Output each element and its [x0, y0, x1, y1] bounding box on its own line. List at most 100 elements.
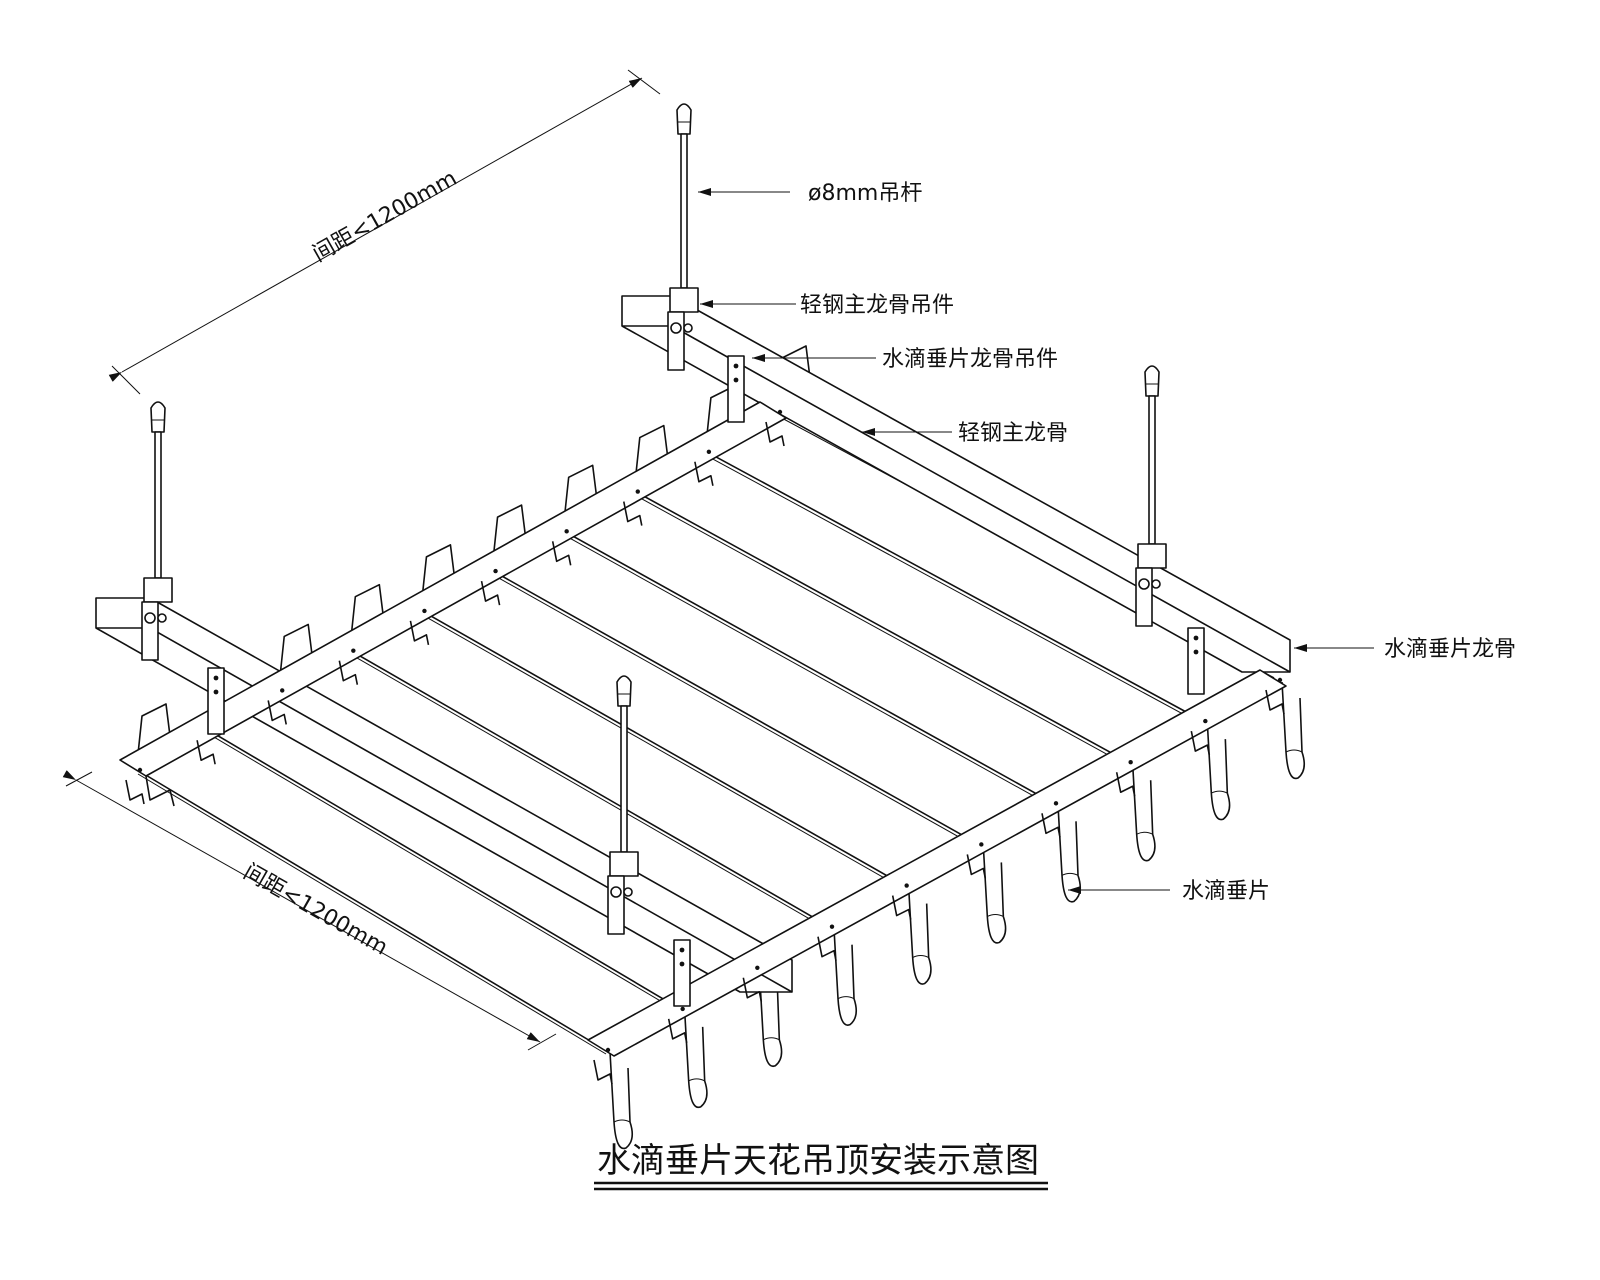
rod-hanger-nut: [623, 887, 633, 897]
baffle-hanger-hole: [1193, 649, 1199, 655]
dimension-bottom-label: 间距<1200mm: [239, 859, 392, 960]
runner-notch: [196, 740, 216, 765]
callout-rod-label: ø8mm吊杆: [808, 181, 922, 206]
title-text: 水滴垂片天花吊顶安装示意图: [597, 1141, 1039, 1181]
runner-hole: [351, 648, 356, 653]
water-drop-fold: [1211, 790, 1228, 794]
dimension-top: 间距<1200mm: [108, 69, 661, 395]
runner-hole: [605, 1047, 611, 1053]
baffle-hanger-bracket: [207, 667, 225, 735]
baffle-runner-left: [119, 401, 787, 807]
baffle-hanger-hole: [679, 961, 685, 967]
rod-hanger-plate: [141, 601, 159, 661]
runner-hole: [706, 449, 712, 454]
runner-notch: [742, 977, 763, 1002]
baffle-back-edge: [563, 464, 598, 516]
rod-cap: [676, 103, 692, 135]
rod-hanger-bolt: [610, 886, 622, 898]
rod-shaft: [620, 705, 628, 853]
water-drop-baffle: [609, 1051, 634, 1150]
rod-hanger-block: [143, 577, 173, 603]
rod-hanger-bolt: [670, 322, 682, 334]
callout-baffle-runner: 水滴垂片龙骨: [1294, 637, 1516, 662]
runner-hole: [777, 409, 783, 415]
callout-main-runner: 轻钢主龙骨: [862, 421, 1068, 446]
runner-hole: [422, 608, 427, 614]
runner-hole: [680, 1006, 685, 1012]
callout-baffle: 水滴垂片: [1068, 879, 1270, 904]
runner-hole: [979, 842, 984, 847]
baffle-hanger-hole: [213, 689, 219, 695]
rod-cap: [616, 675, 632, 707]
water-drop-baffles: [137, 345, 1306, 1150]
runner-hole: [564, 529, 569, 534]
water-drop-baffle: [907, 887, 932, 985]
rod-hanger-plate: [667, 311, 685, 371]
water-drop-baffle: [683, 1010, 708, 1109]
runner-hole: [1277, 677, 1283, 683]
baffle-hanger-hole: [679, 947, 685, 953]
callout-main-hanger: 轻钢主龙骨吊件: [700, 293, 954, 318]
runner-notch: [593, 1059, 613, 1085]
runner-notch: [1265, 689, 1285, 715]
callout-baffle-runner-label: 水滴垂片龙骨: [1384, 637, 1516, 662]
runner-notch: [622, 501, 643, 526]
runner-hole: [635, 489, 640, 494]
runner-notch: [1190, 730, 1211, 756]
rod-hanger-block: [609, 851, 639, 877]
runner-notches: [125, 409, 1285, 1085]
baffle-hanger-bracket: [727, 355, 745, 423]
runner-notch: [409, 620, 430, 646]
suspension-rods: [141, 103, 1205, 1007]
baffle-back-edge: [137, 703, 171, 755]
water-drop-fold: [1061, 872, 1079, 876]
callout-baffle-hanger: 水滴垂片龙骨吊件: [752, 347, 1058, 372]
rod-shaft: [1148, 395, 1156, 545]
baffle-back-edge: [279, 623, 314, 675]
runner-notch: [1041, 813, 1061, 838]
water-drop-fold: [837, 996, 855, 1000]
baffle-rail: [631, 488, 1126, 761]
runner-notch: [966, 854, 987, 879]
runner-notch: [338, 660, 359, 685]
runner-hole: [1128, 760, 1133, 765]
baffle-hanger-hole: [733, 363, 739, 369]
rod-hanger-bolt: [144, 612, 156, 624]
baffle-back-edge: [421, 544, 456, 595]
runner-hole: [493, 568, 498, 574]
runner-hole: [137, 767, 143, 773]
water-drop-baffle: [982, 846, 1007, 944]
runner-hole: [1203, 718, 1208, 724]
water-drop-baffle: [1131, 764, 1156, 862]
baffle-runner-right: [587, 669, 1287, 1057]
diagram-title: 水滴垂片天花吊顶安装示意图: [594, 1141, 1048, 1191]
rod-hanger-block: [1137, 543, 1167, 569]
runner-notch: [891, 895, 912, 920]
baffle-back-edge: [492, 504, 527, 556]
runner-notch: [267, 700, 288, 725]
water-drop-fold: [613, 1119, 631, 1123]
baffle-rail: [489, 568, 976, 844]
water-drop-baffle: [1281, 681, 1306, 780]
baffle-rail: [702, 449, 1200, 720]
callout-main-runner-label: 轻钢主龙骨: [958, 421, 1068, 446]
runner-notch: [765, 421, 785, 447]
baffle-back-edge: [634, 424, 669, 476]
baffle-back-edge: [350, 583, 385, 635]
water-drop-baffle: [758, 969, 783, 1068]
baffle-rail-edge: [635, 495, 1129, 767]
baffle-hanger-hole: [213, 675, 219, 681]
baffle-rail-edge: [493, 574, 980, 849]
runner-notch: [667, 1018, 688, 1044]
runner-hole: [280, 688, 285, 693]
runner-notch: [480, 580, 501, 606]
runner-hole: [1053, 801, 1059, 806]
rod-shaft: [680, 133, 688, 289]
callout-rod: ø8mm吊杆: [698, 181, 922, 206]
water-drop-fold: [688, 1078, 705, 1082]
water-drop-baffle: [833, 928, 858, 1026]
runner-notch: [817, 936, 837, 961]
baffle-rail-edge: [564, 534, 1055, 808]
runner-hole: [829, 924, 835, 929]
